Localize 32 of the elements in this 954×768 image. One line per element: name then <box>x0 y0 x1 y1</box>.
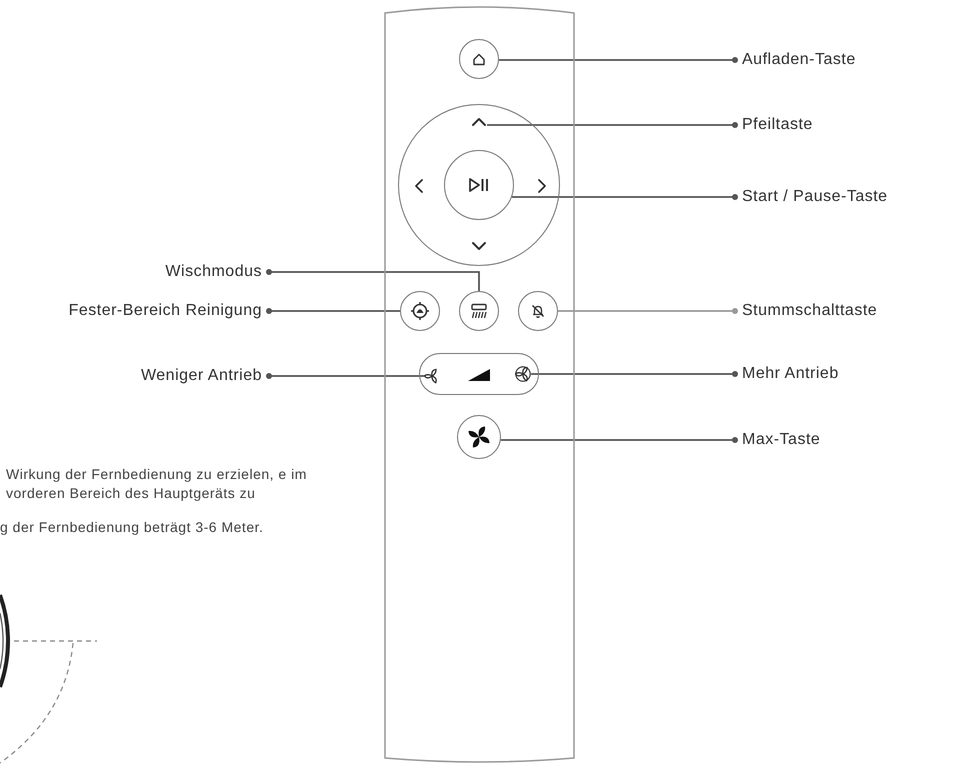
note-text: Wirkung der Fernbedienung zu erzielen, e im vorderen Bereich des Hauptgeräts zu <box>6 465 308 503</box>
callout-label: Fester-Bereich Reinigung <box>68 301 262 321</box>
leader-line <box>531 371 738 377</box>
target-button <box>400 291 440 331</box>
fan-icon <box>515 366 531 382</box>
note-text: g der Fernbedienung beträgt 3-6 Meter. <box>0 518 264 537</box>
callout-label: Weniger Antrieb <box>140 366 262 386</box>
callout-label: Pfeiltaste <box>742 115 813 135</box>
leader-line <box>558 308 738 314</box>
play-pause-button <box>444 150 514 220</box>
chevron-up-icon <box>471 116 487 128</box>
leader-line <box>512 194 738 200</box>
remote-control-body <box>384 5 575 765</box>
brush-button <box>459 291 499 331</box>
callout-label: Start / Pause-Taste <box>742 187 888 207</box>
callout-label: Max-Taste <box>742 430 820 450</box>
mute-button <box>518 291 558 331</box>
speed-rocker <box>419 353 539 395</box>
leader-line <box>266 269 480 291</box>
home-button <box>459 39 499 79</box>
callout-label: Aufladen-Taste <box>742 50 856 70</box>
fan-icon <box>424 368 440 384</box>
leader-line <box>487 122 738 128</box>
leader-line <box>500 437 738 443</box>
callout-label: Mehr Antrieb <box>742 364 839 384</box>
fan-button <box>457 415 501 459</box>
callout-label: Stummschalttaste <box>742 301 878 321</box>
dpad-ring <box>398 104 560 266</box>
leader-line <box>266 373 424 379</box>
leader-line <box>266 308 400 314</box>
callout-label: Wischmodus <box>165 262 262 282</box>
leader-line <box>498 57 738 63</box>
